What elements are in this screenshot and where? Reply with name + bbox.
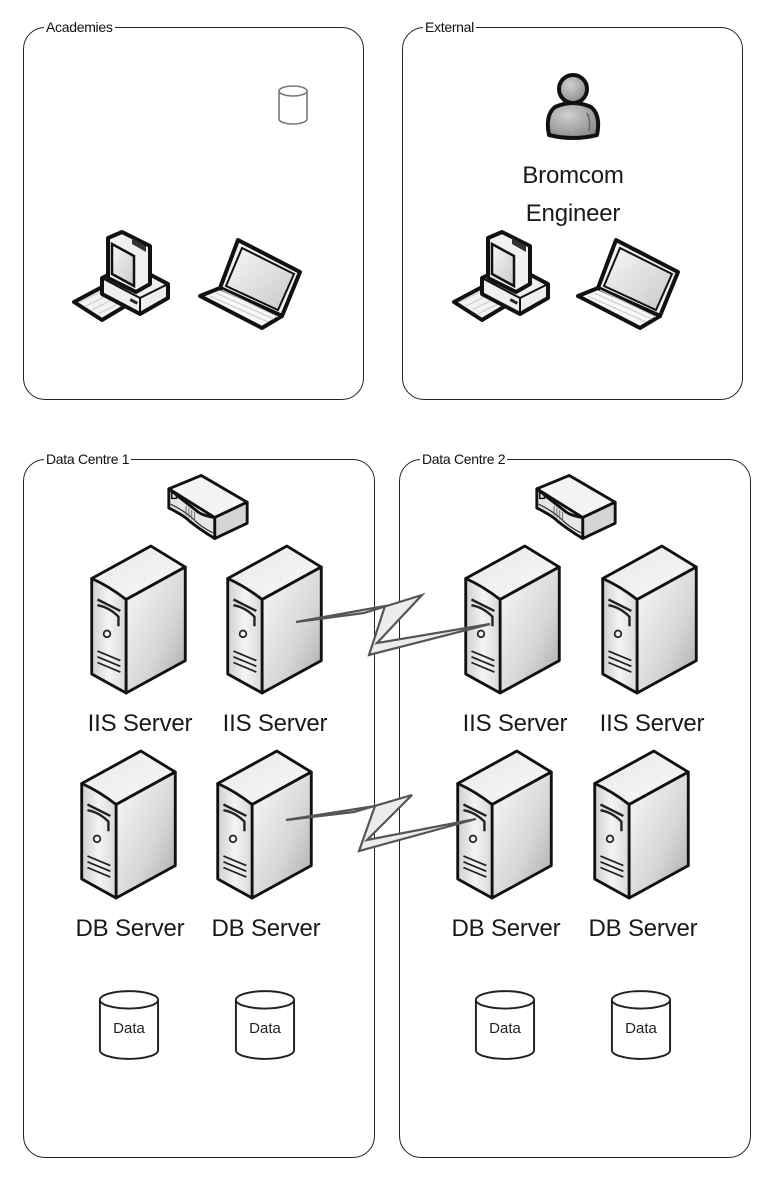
desktop-computer-icon [72,228,182,328]
group-title-data-centre-1: Data Centre 1 [44,450,132,468]
iis-server-label: IIS Server [87,710,193,737]
group-title-external: External [423,18,476,36]
person-label: Bromcom Engineer [473,157,673,233]
group-external: External [402,18,743,400]
data-store-label: Data [249,1020,281,1037]
iis-server-label: IIS Server [222,710,328,737]
group-title-academies: Academies [44,18,115,36]
desktop-computer-icon [452,228,562,328]
iis-server-label: IIS Server [599,710,705,737]
iis-server-icon [597,543,702,698]
iis-server-icon [222,543,327,698]
network-switch-icon [533,473,619,541]
iis-server-label: IIS Server [462,710,568,737]
db-server-label: DB Server [211,915,321,942]
db-server-icon [589,748,694,903]
database-icon [278,85,308,125]
db-server-label: DB Server [451,915,561,942]
laptop-icon [576,232,686,332]
db-server-label: DB Server [588,915,698,942]
db-server-icon [76,748,181,903]
db-server-label: DB Server [75,915,185,942]
group-title-data-centre-2: Data Centre 2 [420,450,508,468]
person-label-line2: Engineer [525,200,621,227]
person-label-line1: Bromcom [522,162,624,189]
person-icon [543,70,603,142]
db-server-icon [452,748,557,903]
network-switch-icon [165,473,251,541]
group-academies: Academies [23,18,364,400]
iis-server-icon [460,543,565,698]
db-server-icon [212,748,317,903]
data-store-label: Data [625,1020,657,1037]
laptop-icon [198,232,308,332]
iis-server-icon [86,543,191,698]
data-store-label: Data [113,1020,145,1037]
data-store-label: Data [489,1020,521,1037]
